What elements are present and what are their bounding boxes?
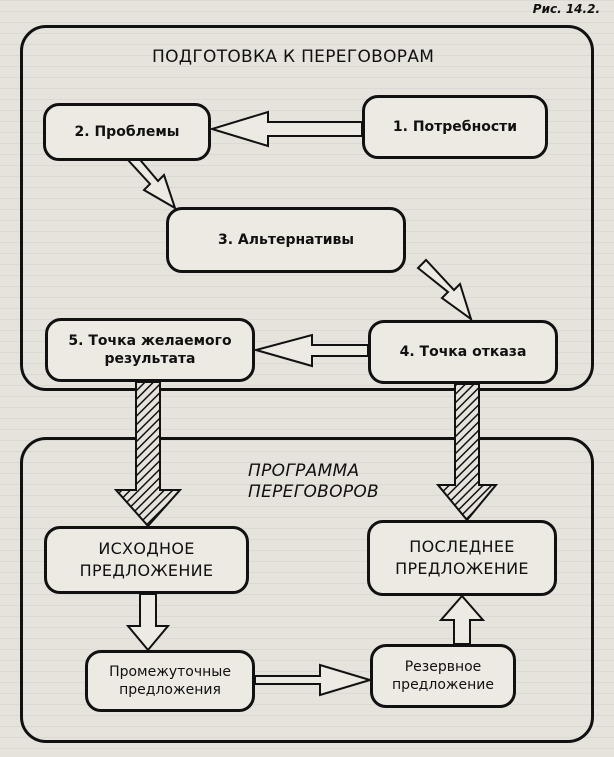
intermediate-offers-box: Промежуточные предложения: [85, 650, 255, 712]
alternatives-label: 3. Альтернативы: [217, 232, 355, 248]
intermediate-offers-line1: Промежуточные: [109, 664, 231, 680]
initial-offer-line1: ИСХОДНОЕ: [98, 539, 195, 558]
refusal-point-label: 4. Точка отказа: [399, 344, 527, 360]
program-title: ПРОГРАММА ПЕРЕГОВОРОВ: [248, 461, 380, 503]
program-panel: [20, 437, 594, 743]
reserve-offer-line2: предложение: [392, 677, 494, 693]
arrow-initial-to-intermediate: [125, 593, 171, 652]
reserve-offer-box: Резервное предложение: [370, 644, 516, 708]
intermediate-offers-line2: предложения: [119, 682, 221, 698]
refusal-point-box: 4. Точка отказа: [368, 320, 558, 384]
figure-label: Рис. 14.2.: [532, 2, 600, 16]
arrow-refusal-to-last: [435, 383, 499, 522]
desired-result-box: 5. Точка желаемого результата: [45, 318, 255, 382]
problems-box: 2. Проблемы: [43, 103, 211, 161]
last-offer-line2: ПРЕДЛОЖЕНИЕ: [395, 559, 529, 578]
initial-offer-line2: ПРЕДЛОЖЕНИЕ: [79, 561, 214, 580]
problems-label: 2. Проблемы: [74, 124, 180, 140]
arrow-desired-to-initial: [113, 381, 183, 528]
reserve-offer-line1: Резервное: [404, 659, 482, 675]
needs-label: 1. Потребности: [392, 119, 518, 135]
preparation-title: ПОДГОТОВКА К ПЕРЕГОВОРАМ: [152, 47, 435, 67]
preparation-panel: [20, 25, 594, 391]
last-offer-line1: ПОСЛЕДНЕЕ: [409, 537, 515, 556]
desired-result-label-line2: результата: [104, 351, 196, 367]
arrow-refusal-to-desired: [252, 333, 369, 368]
arrow-intermediate-to-reserve: [254, 663, 374, 697]
initial-offer-box: ИСХОДНОЕ ПРЕДЛОЖЕНИЕ: [44, 526, 249, 594]
arrow-problems-to-alternatives: [126, 153, 177, 211]
needs-box: 1. Потребности: [362, 95, 548, 159]
program-title-line2: ПЕРЕГОВОРОВ: [248, 482, 380, 502]
desired-result-label-line1: 5. Точка желаемого: [68, 333, 232, 349]
arrow-reserve-to-last: [438, 594, 486, 645]
arrow-alternatives-to-refusal: [416, 258, 473, 322]
arrow-needs-to-problems: [208, 110, 363, 148]
last-offer-box: ПОСЛЕДНЕЕ ПРЕДЛОЖЕНИЕ: [367, 520, 557, 596]
program-title-line1: ПРОГРАММА: [248, 461, 360, 481]
alternatives-box: 3. Альтернативы: [166, 207, 406, 273]
